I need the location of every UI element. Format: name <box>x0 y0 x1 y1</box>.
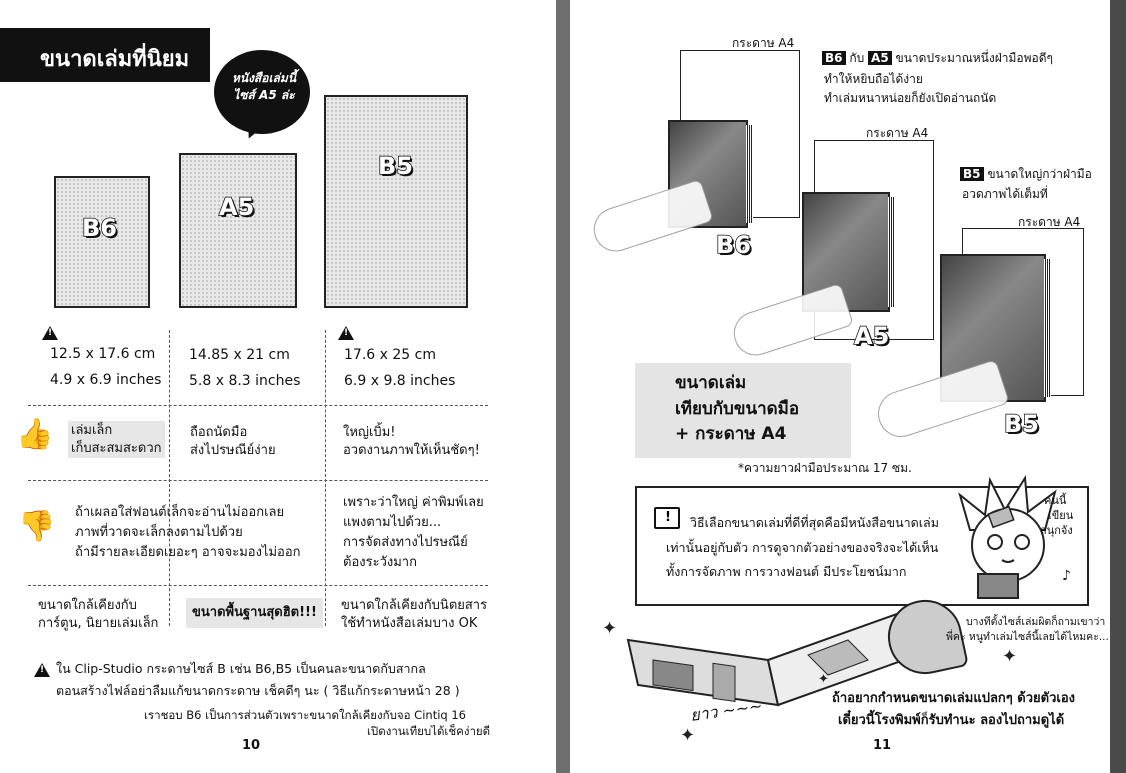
character-note-line3: สนุกจัง <box>1040 524 1073 537</box>
page-number: 11 <box>873 738 892 753</box>
b6-size-cm: 12.5 x 17.6 cm <box>50 346 156 362</box>
clip-studio-note-line1: ใน Clip-Studio กระดาษไซส์ B เช่น B6,B5 เ… <box>56 661 426 676</box>
row-divider <box>28 405 488 406</box>
a5-size-cm: 14.85 x 21 cm <box>189 347 290 363</box>
a5-size-inches: 5.8 x 8.3 inches <box>189 373 301 389</box>
tag-b5: B5 <box>960 167 984 181</box>
b6-a5-text1: ขนาดประมาณหนึ่งฝ่ามือพอดีๆ <box>895 51 1053 65</box>
b6-pros: เล่มเล็ก เก็บสะสมสะดวก <box>68 421 165 459</box>
b6-similar: ขนาดใกล้เคียงกับ การ์ตูน, นิยายเล่มเล็ก <box>38 598 159 631</box>
book-b5-label: B5 <box>377 151 414 181</box>
tag-b6: B6 <box>822 51 846 65</box>
tip-line1: วิธีเลือกขนาดเล่มที่ดีที่สุดคือมีหนังสือ… <box>690 515 939 530</box>
b5-text1: ขนาดใหญ่กว่าฝ่ามือ <box>987 167 1092 181</box>
compare-title-line1: ขนาดเล่ม <box>675 373 747 393</box>
small-size-cons: ถ้าเผลอใส่ฟอนต์เล็กจะอ่านไม่ออกเลย ภาพที… <box>75 505 301 561</box>
page-title: ขนาดเล่มที่นิยม <box>0 28 210 82</box>
clip-studio-note-line2: ตอนสร้างไฟล์อย่าลืมแก้ขนาดกระดาษ เช็คดีๆ… <box>56 683 460 698</box>
thumbs-up-icon: 👍 <box>16 417 54 452</box>
b5-description: B5 ขนาดใหญ่กว่าฝ่ามือ <box>960 166 1092 182</box>
sparkle-icon: ✦ <box>680 725 696 746</box>
book-b6-label: B6 <box>81 213 118 243</box>
odd-size-note-line1: บางทีตั้งไซส์เล่มผิดก็ถามเขาว่า <box>966 616 1106 628</box>
tip-line3: ทั้งการจัดภาพ การวางฟอนต์ มีประโยชน์มาก <box>666 564 907 579</box>
speech-bubble <box>214 50 310 134</box>
open-book-illustration <box>626 608 920 707</box>
compare-title-box: ขนาดเล่ม เทียบกับขนาดมือ + กระดาษ A4 <box>635 363 851 458</box>
row-divider <box>28 585 488 586</box>
size-label-b6: B6 <box>715 230 752 260</box>
b5-size-cm: 17.6 x 25 cm <box>344 347 436 363</box>
paper-label-a4: กระดาษ A4 <box>866 126 929 140</box>
warning-icon <box>42 326 58 340</box>
tag-join-text: กับ <box>849 51 865 65</box>
viewer-edge <box>1110 0 1126 773</box>
hand-illustration <box>588 178 714 258</box>
column-divider <box>169 330 170 626</box>
b6-size-inches: 4.9 x 6.9 inches <box>50 372 162 388</box>
character-illustration: ♪ <box>958 474 1071 599</box>
b6-a5-description: B6 กับ A5 ขนาดประมาณหนึ่งฝ่ามือพอดีๆ <box>822 50 1053 66</box>
hand-length-note: *ความยาวฝ่ามือประมาณ 17 ซม. <box>738 461 912 475</box>
sparkle-icon: ✦ <box>1002 646 1018 667</box>
size-label-a5: A5 <box>853 321 890 351</box>
book-b6-illustration <box>54 176 150 308</box>
a5-similar: ขนาดพื้นฐานสุดฮิต!!! <box>186 598 323 628</box>
tag-a5: A5 <box>868 51 892 65</box>
b5-text2: อวดภาพได้เต็มที่ <box>962 187 1048 201</box>
tip-line2: เท่านั้นอยู่กับตัว การดูจากตัวอย่างของจร… <box>666 540 939 555</box>
book-b5-illustration <box>324 95 468 308</box>
page-number: 10 <box>242 738 261 753</box>
size-label-b5: B5 <box>1003 409 1040 439</box>
compare-title-line3: + กระดาษ A4 <box>675 424 787 444</box>
column-divider <box>325 330 326 626</box>
page-right: กระดาษ A4 B6 กระดาษ A4 A5 กระดาษ A4 B5 B… <box>570 0 1110 773</box>
custom-size-note-line1: ถ้าอยากกำหนดขนาดเล่มแปลกๆ ด้วยตัวเอง <box>832 691 1076 706</box>
alert-message-icon <box>654 507 680 529</box>
character-note-line2: เขียน <box>1048 509 1074 522</box>
b5-cons: เพราะว่าใหญ่ ค่าพิมพ์เลย แพงตามไปด้วย...… <box>343 495 484 571</box>
speech-bubble-text: หนังสือเล่มนี้ ไซส์ A5 ล่ะ <box>231 71 297 102</box>
book-a5-label: A5 <box>218 192 255 222</box>
sparkle-icon: ✦ <box>818 672 829 687</box>
compare-title-line2: เทียบกับขนาดมือ <box>675 398 800 419</box>
character-note-line1: คนนี้ <box>1044 494 1067 507</box>
a5-pros: ถือถนัดมือ ส่งไปรษณีย์ง่าย <box>190 425 276 458</box>
footnote-line2: เปิดงานเทียบได้เช็คง่ายดี <box>367 724 491 738</box>
thumbs-down-icon: 👎 <box>18 509 56 544</box>
odd-size-note-line2: พี่คะ หนูทำเล่มไซส์นี้เลยได้ไหมคะ... <box>946 631 1109 643</box>
paper-label-a4: กระดาษ A4 <box>1018 215 1081 229</box>
paper-label-a4: กระดาษ A4 <box>732 36 795 50</box>
b5-similar: ขนาดใกล้เคียงกับนิตยสาร ใช้ทำหนังสือเล่ม… <box>341 598 488 631</box>
b6-a5-text2: ทำให้หยิบถือได้ง่าย <box>824 72 923 86</box>
b6-a5-text3: ทำเล่มหนาหน่อยก็ยังเปิดอ่านถนัด <box>824 91 997 105</box>
b5-pros: ใหญ่เบิ้ม! อวดงานภาพให้เห็นชัดๆ! <box>343 425 480 458</box>
warning-icon <box>34 663 50 677</box>
custom-size-note-line2: เดี๋ยวนี้โรงพิมพ์ก็รับทำนะ ลองไปถามดูได้ <box>838 713 1065 728</box>
page-gutter <box>556 0 570 773</box>
warning-icon <box>338 326 354 340</box>
page-left: ขนาดเล่มที่นิยม หนังสือเล่มนี้ ไซส์ A5 ล… <box>0 0 556 773</box>
svg-text:♪: ♪ <box>1062 568 1071 584</box>
book-a5-illustration <box>179 153 297 308</box>
b5-size-inches: 6.9 x 9.8 inches <box>344 373 456 389</box>
row-divider <box>28 480 488 481</box>
hand-illustration <box>728 282 854 362</box>
footnote-line1: เราชอบ B6 เป็นการส่วนตัวเพราะขนาดใกล้เคี… <box>144 708 466 722</box>
sparkle-icon: ✦ <box>602 618 618 639</box>
